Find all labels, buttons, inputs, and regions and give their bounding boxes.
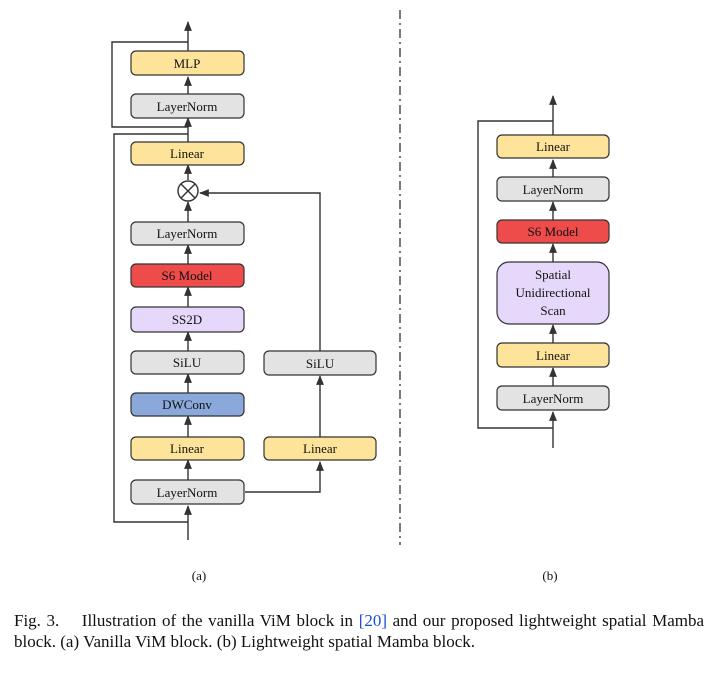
figure-caption: Fig. 3. Illustration of the vanilla ViM … [14,610,704,652]
linear-left-block [130,436,245,461]
b-scan-block [496,261,610,325]
silu-right-block [263,350,377,376]
layernorm-in-block [130,479,245,505]
layernorm-top-block [130,93,245,119]
silu-left-block [130,350,245,375]
caption-citation-link[interactable]: [20] [358,611,388,630]
diagram-a-label: (a) [192,568,206,583]
layernorm-top-label: LayerNorm [157,99,218,114]
b-s6-model-block [496,219,610,244]
layernorm-mid-label: LayerNorm [157,226,218,241]
silu-left-label: SiLU [173,355,202,370]
linear-out-block [130,141,245,166]
b-s6-model-label: S6 Model [528,224,579,239]
b-linear-low-label: Linear [536,348,571,363]
caption-fig-number: Fig. 3. [14,611,60,630]
b-linear-top-block [496,134,610,159]
diagram-b [477,95,557,448]
b-layernorm-mid-block [496,176,610,202]
b-layernorm-in-block [496,385,610,411]
caption-text-part2: and our proposed lightweight spatial Mam… [14,611,705,651]
diagram-a [111,21,324,540]
layernorm-in-label: LayerNorm [157,485,218,500]
mlp-block [130,50,245,76]
b-layernorm-in-label: LayerNorm [523,391,584,406]
ss2d-label: SS2D [172,312,202,327]
linear-out-label: Linear [170,146,205,161]
ss2d-block [130,306,245,333]
linear-right-label: Linear [303,441,338,456]
b-scan-label-1: Spatial [535,267,571,282]
mlp-label: MLP [174,56,201,71]
b-scan-label-2: Unidirectional [515,285,590,300]
b-linear-top-label: Linear [536,139,571,154]
caption-text-part1: Illustration of the vanilla ViM block in [81,611,354,630]
dwconv-block [130,392,245,417]
silu-right-label: SiLU [306,356,335,371]
linear-right-block [263,436,377,461]
dwconv-label: DWConv [162,397,212,412]
s6-model-block [130,263,245,288]
s6-model-label: S6 Model [162,268,213,283]
b-linear-low-block [496,342,610,368]
b-scan-label-3: Scan [540,303,566,318]
architecture-diagram: MLP LayerNorm Linear LayerNorm S6 Model … [111,10,610,583]
layernorm-mid-block [130,221,245,246]
linear-left-label: Linear [170,441,205,456]
b-layernorm-mid-label: LayerNorm [523,182,584,197]
diagram-b-label: (b) [542,568,557,583]
